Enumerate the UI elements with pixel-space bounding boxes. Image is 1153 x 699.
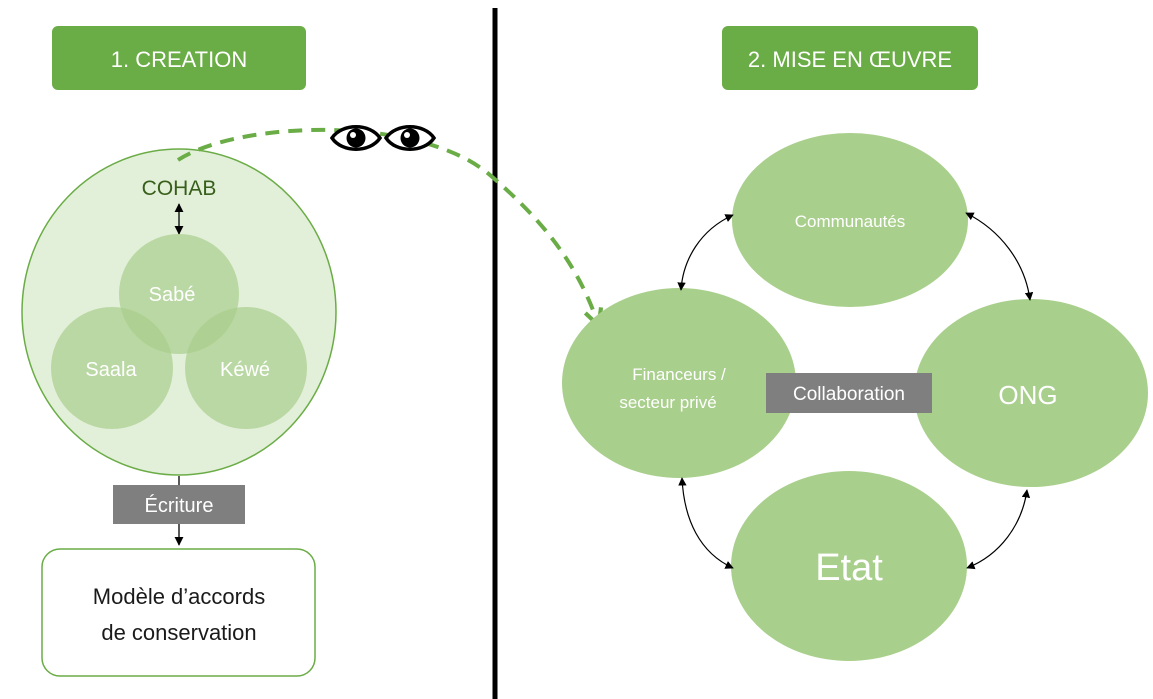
implementation-header-box — [722, 26, 978, 90]
ngo-label: ONG — [998, 380, 1057, 410]
cohab-label: COHAB — [142, 177, 217, 200]
model-line-1: Modèle d’accords — [93, 584, 265, 609]
state-node — [731, 471, 967, 661]
implementation-header: 2. MISE EN ŒUVRE — [748, 47, 952, 72]
kewe-circle — [185, 307, 307, 429]
writing-label-box — [113, 485, 245, 524]
kewe-label: Kéwé — [220, 359, 270, 381]
writing-label: Écriture — [145, 494, 214, 517]
arrow-communities-ngo — [965, 212, 1034, 301]
sabe-label: Sabé — [149, 284, 196, 306]
funders-node — [562, 288, 796, 478]
creation-section: 1. CREATION COHAB Sabé Saala Kéwé Écritu… — [21, 26, 337, 677]
communities-label: Communautés — [795, 212, 906, 231]
communities-node — [732, 133, 968, 307]
ngo-node — [914, 299, 1148, 487]
funders-label-2: secteur privé — [619, 393, 716, 412]
funders-label-1: Financeurs / — [632, 365, 726, 384]
arrow-ngo-state — [966, 489, 1031, 570]
eye-icon — [329, 125, 383, 151]
eye-icon — [383, 125, 437, 151]
state-label: Etat — [815, 547, 883, 589]
model-box — [41, 548, 316, 677]
creation-header-box — [52, 26, 306, 90]
observation-arrow — [176, 127, 596, 318]
collaboration-box — [766, 373, 932, 413]
implementation-section: 2. MISE EN ŒUVRE Communautés Financeurs … — [562, 26, 1148, 661]
arrow-funders-state — [678, 477, 734, 569]
saala-label: Saala — [85, 359, 137, 381]
arrow-communities-funders — [677, 214, 734, 291]
saala-circle — [51, 307, 173, 429]
model-line-2: de conservation — [101, 620, 256, 645]
collaboration-label: Collaboration — [793, 384, 905, 405]
creation-header: 1. CREATION — [111, 47, 248, 72]
